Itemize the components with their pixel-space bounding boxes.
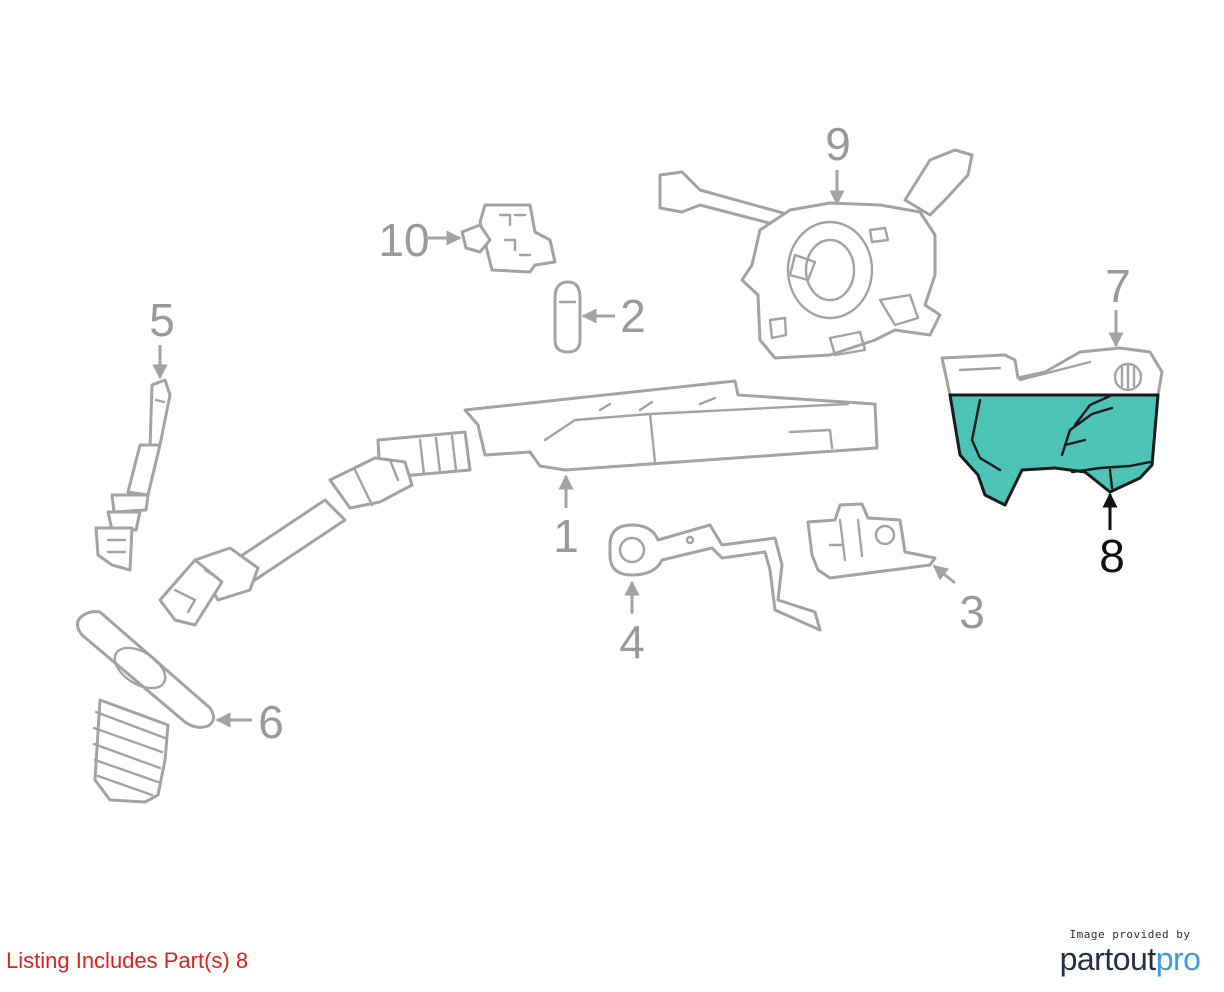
logo-part-1: partout [1059,941,1157,977]
listing-note: Listing Includes Part(s) 8 [6,948,249,973]
callout-6: 6 [258,696,284,748]
provider-caption: Image provided by [1069,928,1191,941]
callout-2: 2 [620,290,646,342]
partoutpro-logo[interactable]: partoutpro [1050,941,1210,977]
leader-3 [932,564,956,585]
callout-8: 8 [1099,530,1125,582]
part-10-switch[interactable] [460,203,557,274]
part-8-lower-shroud[interactable] [948,393,1160,507]
callout-10: 10 [378,214,429,266]
callout-1: 1 [553,510,579,562]
part-6-boot-seal[interactable] [75,610,215,804]
logo-part-2: pro [1155,941,1201,977]
part-7-upper-shroud[interactable] [940,346,1164,397]
provider-credit[interactable]: Image provided by partoutpro [1050,928,1210,977]
callout-4: 4 [619,616,645,668]
part-4-lever[interactable] [608,523,822,632]
part-5-shaft[interactable] [94,378,172,572]
callout-3: 3 [959,586,985,638]
callout-7: 7 [1105,260,1131,312]
part-1-steering-column[interactable] [158,379,879,627]
part-9-clockspring-switch[interactable] [658,148,974,360]
callout-9: 9 [825,118,851,170]
callout-5: 5 [149,294,175,346]
part-2-capsule[interactable] [553,280,582,354]
part-3-bracket[interactable] [806,502,937,580]
